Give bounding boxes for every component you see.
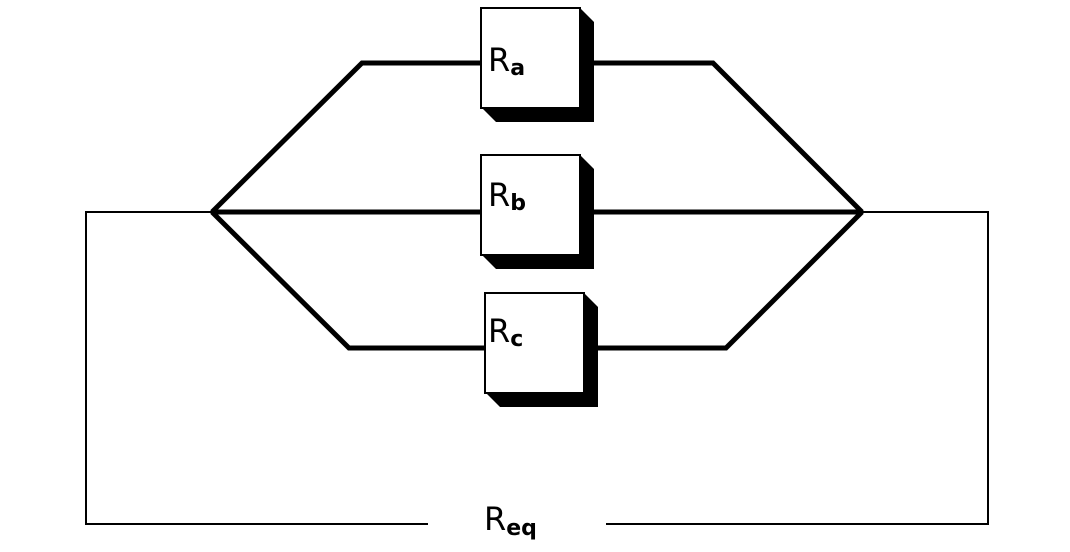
resistor-b-body <box>480 154 581 256</box>
equivalent-resistance-label: Req <box>484 500 537 541</box>
resistor-c: Rc <box>484 292 598 407</box>
branch-a-wire-right <box>580 60 864 214</box>
branch-c: Rc <box>210 210 864 407</box>
resistor-c-label: Rc <box>488 312 523 352</box>
resistor-a: Ra <box>480 7 594 122</box>
outer-wire-right <box>606 211 989 525</box>
resistor-c-shadow <box>486 293 598 407</box>
resistor-b-shadow <box>482 155 594 269</box>
resistor-b-label: Rb <box>488 176 526 216</box>
resistor-a-shadow <box>482 8 594 122</box>
outer-wire-left <box>85 211 428 525</box>
branch-b: Rb <box>212 154 862 269</box>
outer-loop <box>85 211 989 525</box>
resistor-c-body <box>484 292 585 394</box>
branch-c-wire-left <box>210 210 485 351</box>
branch-a: Ra <box>210 7 864 214</box>
resistor-b: Rb <box>480 154 594 269</box>
branch-c-wire-right <box>584 210 864 351</box>
resistor-a-label: Ra <box>488 41 525 81</box>
branch-a-wire-left <box>210 60 482 214</box>
resistor-a-body <box>480 7 581 109</box>
